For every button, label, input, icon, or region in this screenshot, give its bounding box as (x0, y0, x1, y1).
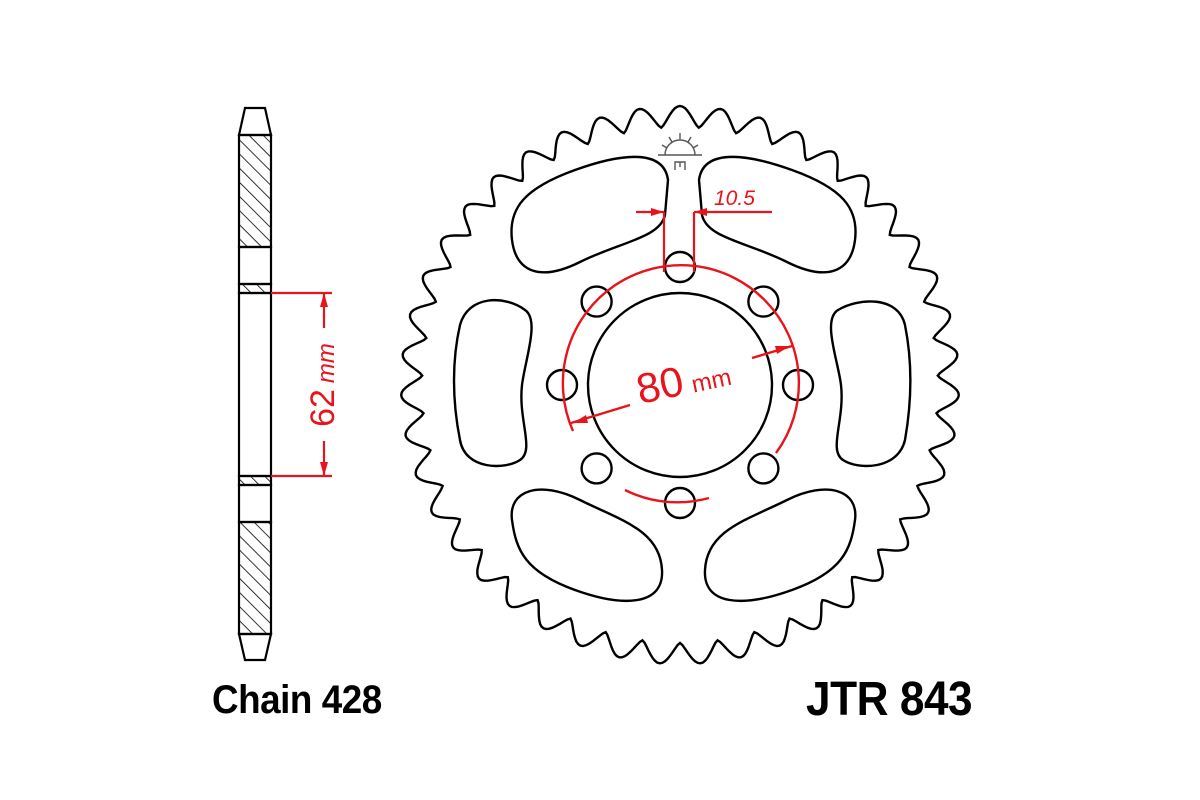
cutout-top-left (510, 155, 670, 274)
side-hatch-small-top (237, 282, 273, 295)
bolt-hole (545, 368, 579, 402)
side-gap-top (237, 245, 273, 286)
svg-text:62mm: 62 mm (304, 343, 342, 427)
side-profile-view (237, 106, 273, 662)
side-bottom-cap (237, 632, 273, 662)
cutout-top-right (697, 155, 857, 274)
dim-80-value: 80 (632, 357, 687, 413)
chain-size-label: Chain 428 (212, 678, 382, 722)
bolt-hole (580, 285, 613, 318)
side-gap-bottom (237, 483, 273, 524)
dim-62-value: 62 (304, 389, 342, 427)
dimension-80mm: 80mm (561, 263, 801, 504)
sun-jt-logo-icon (658, 133, 702, 170)
side-hatch-top (237, 133, 273, 249)
dim-62-unit: mm (313, 343, 340, 383)
side-hub (237, 291, 273, 478)
bolt-hole (580, 452, 613, 485)
dimension-62mm: 62 mm (271, 291, 342, 478)
dim-10.5-value: 10.5 (714, 187, 755, 210)
dimension-10.5: 10.5 (636, 187, 772, 272)
lightening-cutouts (452, 155, 912, 602)
side-hatch-bottom (237, 520, 273, 636)
side-top-cap (237, 106, 273, 137)
bolt-hole (663, 486, 697, 520)
sprocket-front-view (399, 104, 961, 665)
bolt-hole (663, 250, 697, 284)
svg-text:80mm: 80mm (632, 347, 734, 413)
side-hatch-small-bottom (237, 474, 273, 487)
cutout-left (452, 298, 533, 468)
dim-80-unit: mm (689, 364, 734, 399)
bolt-circle-arc-bottom (624, 488, 710, 504)
sprocket-teeth-outline (399, 104, 961, 665)
center-hub-hole (586, 291, 774, 479)
bolt-circle-arc-main (561, 263, 801, 454)
cutout-bottom-left (510, 488, 664, 602)
bolt-hole (747, 285, 780, 318)
cutout-bottom-right (703, 488, 857, 602)
cutout-right (829, 300, 912, 468)
part-number-label: JTR 843 (806, 673, 973, 726)
bolt-hole (747, 452, 780, 485)
